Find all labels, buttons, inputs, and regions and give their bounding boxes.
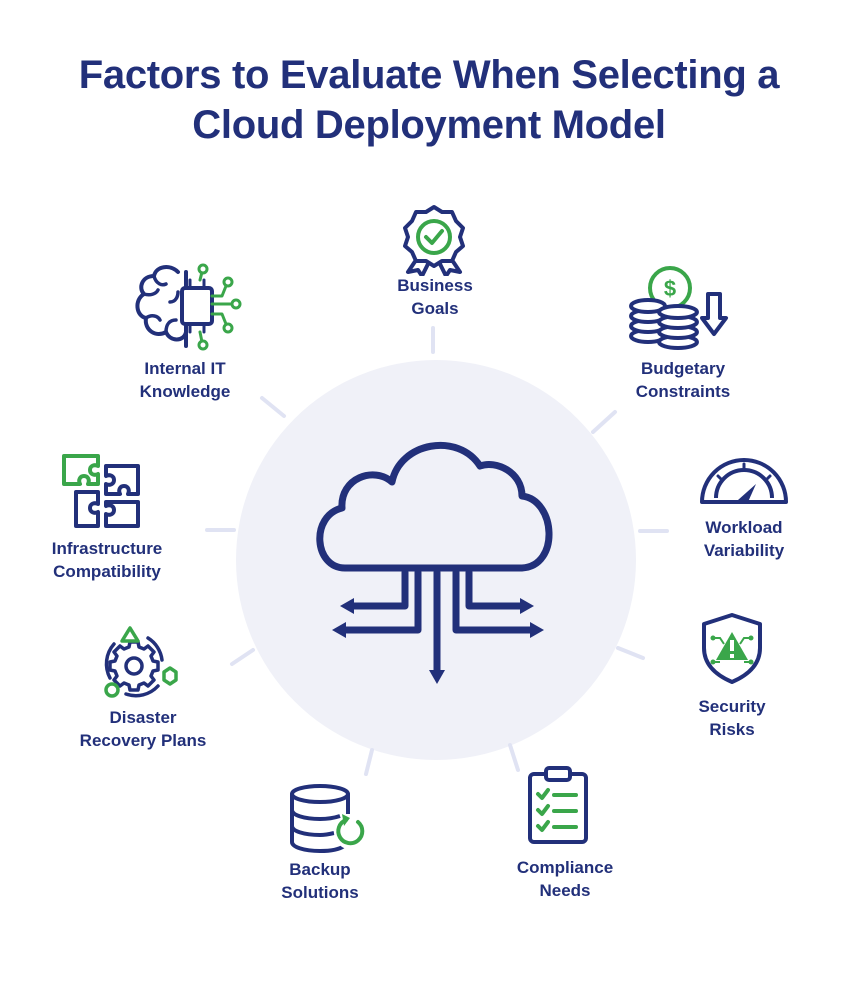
factor-label-line-2: Needs [539, 881, 591, 900]
factor-label-line-1: Security [698, 697, 766, 716]
factor-budgetary-constraints: Budgetary Constraints [618, 357, 748, 403]
cloud-distribution-icon [316, 441, 553, 684]
shield-warning-icon [702, 613, 762, 684]
connector-lines [205, 326, 669, 776]
factor-label-line-2: Risks [709, 720, 755, 739]
factor-label-line-1: Business [397, 276, 473, 295]
factor-security-risks: Security Risks [672, 695, 792, 741]
connector-budgetary-constraints [591, 410, 617, 434]
database-refresh-icon [290, 784, 370, 854]
gauge-icon [700, 458, 788, 504]
factor-business-goals: Business Goals [373, 274, 497, 320]
factor-label-line-1: Infrastructure [51, 539, 163, 558]
factor-label-line-2: Goals [411, 299, 459, 318]
factor-label-line-1: Internal IT [144, 359, 226, 378]
factor-backup-solutions: Backup Solutions [255, 858, 385, 904]
title-line-2: Cloud Deployment Model [192, 103, 666, 147]
connector-internal-it-knowledge [260, 396, 286, 418]
connector-security-risks [616, 646, 645, 660]
hub-circle [236, 360, 636, 760]
connector-backup-solutions [364, 748, 374, 776]
factor-label-line-2: Compatibility [53, 562, 161, 581]
factor-label-line-2: Constraints [635, 382, 731, 401]
factor-label-line-2: Knowledge [139, 382, 231, 401]
title-line-1: Factors to Evaluate When Selecting a [78, 53, 780, 97]
puzzle-icon [62, 454, 140, 528]
factor-label-line-2: Recovery Plans [79, 731, 207, 750]
factor-workload-variability: Workload Variability [684, 516, 804, 562]
factor-label-line-2: Variability [703, 541, 785, 560]
award-badge-check-icon [403, 205, 465, 276]
coins-dollar-down-icon: $ [629, 266, 728, 350]
clipboard-checklist-icon [528, 766, 588, 844]
factor-label-line-1: Disaster [109, 708, 177, 727]
factor-label-line-1: Backup [289, 860, 351, 879]
factor-label-line-1: Compliance [516, 858, 614, 877]
connector-compliance-needs [508, 743, 520, 772]
gear-cycle-icon [104, 626, 178, 698]
page-title: Factors to Evaluate When Selecting a Clo… [0, 50, 858, 150]
brain-circuit-icon [135, 263, 242, 351]
factor-internal-it-knowledge: Internal IT Knowledge [120, 357, 250, 403]
factor-disaster-recovery-plans: Disaster Recovery Plans [63, 706, 223, 752]
connector-disaster-recovery-plans [230, 648, 255, 666]
factor-label-line-2: Solutions [281, 883, 359, 902]
factor-compliance-needs: Compliance Needs [500, 856, 630, 902]
factor-infrastructure-compatibility: Infrastructure Compatibility [27, 537, 187, 583]
factor-label-line-1: Workload [705, 518, 783, 537]
factor-label-line-1: Budgetary [640, 359, 726, 378]
svg-text:$: $ [664, 276, 676, 301]
